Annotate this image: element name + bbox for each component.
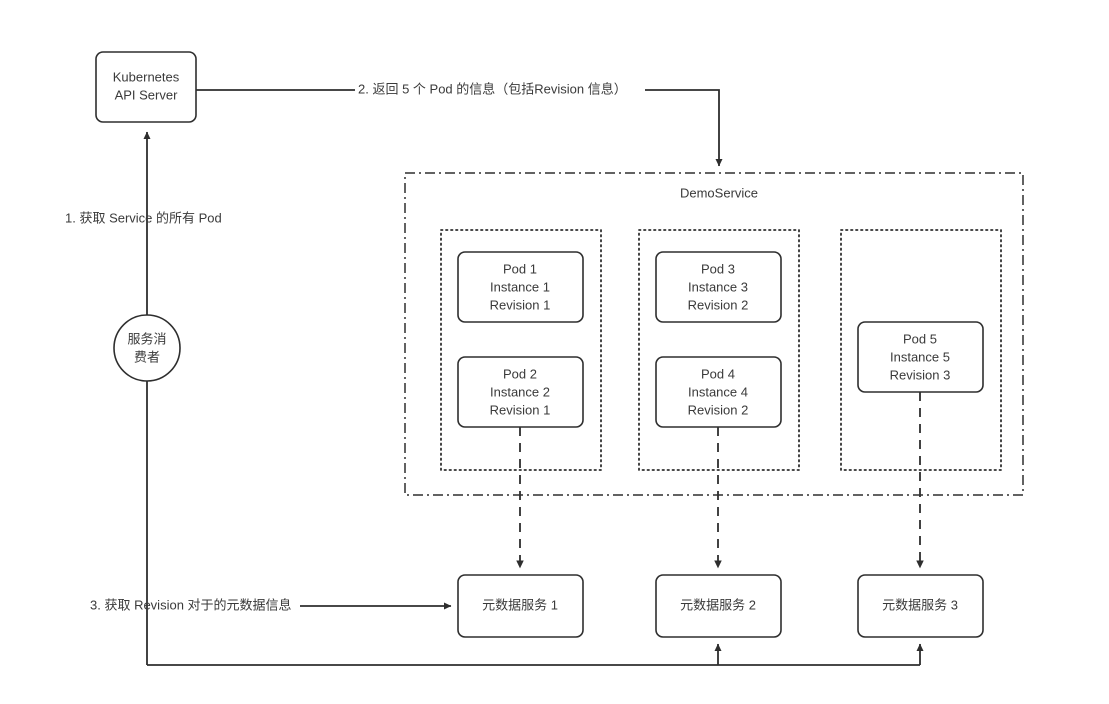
pod-2-instance: Instance 2 [490, 384, 550, 399]
pod-3-name: Pod 3 [701, 261, 735, 276]
edge-label-step2: 2. 返回 5 个 Pod 的信息（包括Revision 信息） [358, 81, 627, 96]
api-server-label-line2: API Server [115, 87, 179, 102]
node-pod-3[interactable]: Pod 3 Instance 3 Revision 2 [655, 251, 782, 323]
pod-5-name: Pod 5 [903, 331, 937, 346]
node-service-consumer[interactable]: 服务消 费者 [113, 314, 181, 382]
edge-label-step1: 1. 获取 Service 的所有 Pod [65, 210, 222, 225]
node-pod-5[interactable]: Pod 5 Instance 5 Revision 3 [857, 321, 984, 393]
metadata-service-2-box [655, 574, 782, 638]
pod-5-instance: Instance 5 [890, 349, 950, 364]
revision-group-1 [440, 229, 602, 471]
node-pod-2[interactable]: Pod 2 Instance 2 Revision 1 [457, 356, 584, 428]
pod-4-box [655, 356, 782, 428]
pod-4-revision: Revision 2 [688, 402, 749, 417]
demoservice-container [404, 172, 1024, 496]
consumer-label-line2: 费者 [134, 349, 160, 364]
revision-group-2 [638, 229, 800, 471]
pod-3-instance: Instance 3 [688, 279, 748, 294]
pod-2-revision: Revision 1 [490, 402, 551, 417]
node-metadata-service-1[interactable]: 元数据服务 1 [457, 574, 584, 638]
metadata-service-1-box [457, 574, 584, 638]
edge-apiserver-to-demoservice [196, 89, 723, 167]
pod-4-name: Pod 4 [701, 366, 735, 381]
node-metadata-service-2[interactable]: 元数据服务 2 [655, 574, 782, 638]
pod-5-box [857, 321, 984, 393]
pod-3-revision: Revision 2 [688, 297, 749, 312]
node-metadata-service-3[interactable]: 元数据服务 3 [857, 574, 984, 638]
pod-2-box [457, 356, 584, 428]
pod-1-revision: Revision 1 [490, 297, 551, 312]
consumer-circle [113, 314, 181, 382]
edge-label-step2-backdrop [355, 79, 645, 101]
metadata-service-2-label: 元数据服务 2 [680, 597, 756, 612]
api-server-label-line1: Kubernetes [113, 69, 180, 84]
metadata-service-3-box [857, 574, 984, 638]
pod-1-box [457, 251, 584, 323]
metadata-service-3-label: 元数据服务 3 [882, 597, 958, 612]
pod-4-instance: Instance 4 [688, 384, 748, 399]
node-pod-4[interactable]: Pod 4 Instance 4 Revision 2 [655, 356, 782, 428]
edge-label-step3: 3. 获取 Revision 对于的元数据信息 [90, 597, 292, 612]
pod-5-revision: Revision 3 [890, 367, 951, 382]
node-pod-1[interactable]: Pod 1 Instance 1 Revision 1 [457, 251, 584, 323]
pod-1-instance: Instance 1 [490, 279, 550, 294]
node-kubernetes-api-server[interactable]: Kubernetes API Server [95, 51, 197, 123]
pod-3-box [655, 251, 782, 323]
demoservice-title: DemoService [680, 185, 758, 200]
metadata-service-1-label: 元数据服务 1 [482, 597, 558, 612]
api-server-box [95, 51, 197, 123]
consumer-label-line1: 服务消 [127, 331, 166, 346]
revision-group-3 [840, 229, 1002, 471]
pod-1-name: Pod 1 [503, 261, 537, 276]
pod-2-name: Pod 2 [503, 366, 537, 381]
